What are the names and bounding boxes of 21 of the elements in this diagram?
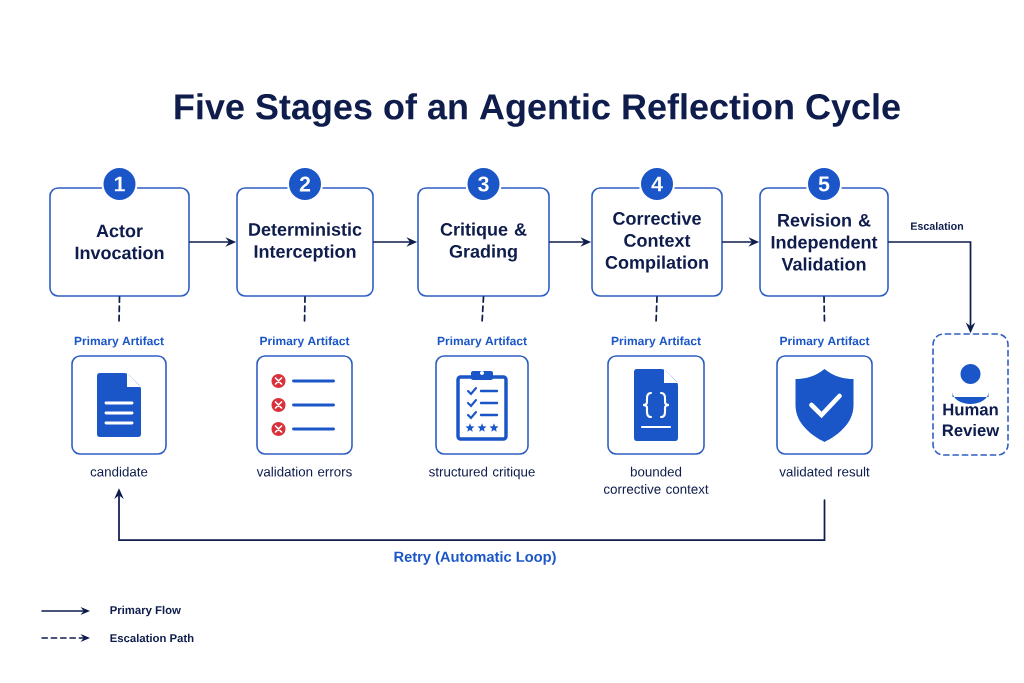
artifact-heading: Primary Artifact <box>611 336 701 348</box>
artifact-heading: Primary Artifact <box>780 336 870 348</box>
artifact-heading: Primary Artifact <box>260 336 350 348</box>
connector-line <box>118 295 121 325</box>
connector-line <box>481 295 485 325</box>
connector-line <box>303 295 306 325</box>
review-label: Human Review <box>942 403 1000 437</box>
edge-label: Retry (Automatic Loop) <box>392 549 558 567</box>
artifact-caption: validated result <box>779 466 870 477</box>
legend-label: Primary Flow <box>110 605 181 617</box>
artifact-caption: validation errors <box>256 466 352 477</box>
artifact-heading: Primary Artifact <box>74 336 164 348</box>
connector-line <box>823 295 826 325</box>
title: Five Stages of an Agentic Reflection Cycle <box>175 93 900 127</box>
legend-label: Escalation Path <box>110 633 194 643</box>
artifact-caption: candidate <box>90 466 148 477</box>
artifact-heading: Primary Artifact <box>437 336 527 348</box>
connector-line <box>655 295 658 325</box>
artifact-caption: bounded corrective context <box>603 466 709 494</box>
artifact-caption: structured critique <box>429 466 535 480</box>
edge-label: Escalation <box>909 220 965 232</box>
